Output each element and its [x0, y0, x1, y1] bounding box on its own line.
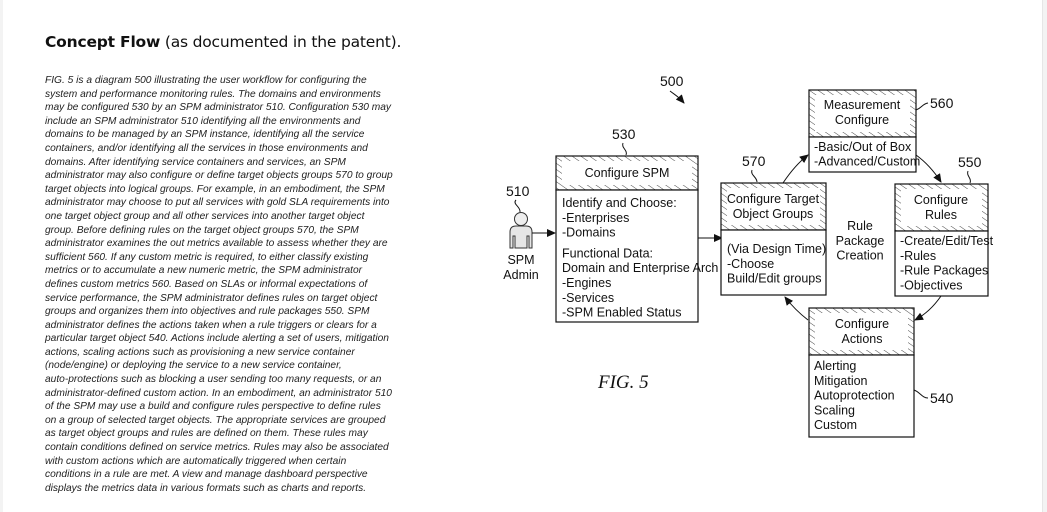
ref-510: 510: [506, 183, 530, 199]
ref-550: 550: [958, 154, 982, 170]
description-line: administrator defines the actions taken …: [45, 319, 377, 331]
box-text-line: Scaling: [814, 403, 855, 417]
description-line: of the SPM may use a build and configure…: [45, 401, 381, 413]
box-text-line: -Rule Packages: [900, 264, 988, 278]
ref-560: 560: [930, 95, 954, 111]
ref-500: 500: [660, 73, 684, 89]
description-line: administrator-defined custom action. In …: [45, 387, 392, 399]
measurement-title-1: Measurement: [824, 98, 901, 112]
description-line: domains to be managed by an SPM instance…: [45, 129, 365, 141]
description-line: domains. After identifying service conta…: [45, 156, 346, 168]
description-paragraph: FIG. 5 is a diagram 500 illustrating the…: [45, 74, 445, 495]
description-line: FIG. 5 is a diagram 500 illustrating the…: [45, 75, 367, 86]
ref-540: 540: [930, 390, 954, 406]
target-to-measurement-arrow: [782, 154, 809, 184]
measurement-title-2: Configure: [835, 113, 889, 127]
rules-title-2: Rules: [925, 208, 957, 222]
description-line: may be configured 530 by an SPM administ…: [45, 102, 392, 114]
description-line: administrator examines the out metrics a…: [45, 238, 388, 250]
box-text-line: -SPM Enabled Status: [562, 306, 682, 320]
description-line: defines custom metrics 560. Based on SLA…: [45, 278, 368, 290]
target-groups-box: 570 Configure Target Object Groups (Via …: [720, 153, 827, 296]
person-icon: [509, 212, 533, 249]
box-text-line: -Enterprises: [562, 211, 629, 225]
box-text-line: -Domains: [562, 226, 616, 240]
box-text-line: Rule: [847, 219, 873, 233]
admin-label-1: SPM: [507, 253, 534, 267]
description-line: (node/engine) or deploying the service t…: [45, 360, 342, 372]
box-text-line: Creation: [836, 249, 883, 263]
page-left-edge: [0, 0, 3, 512]
heading-rest: (as documented in the patent).: [160, 33, 402, 51]
configure-spm-box: 530 Configure SPM Identify and Choose:-E…: [555, 126, 718, 323]
admin-label-2: Admin: [503, 268, 538, 282]
description-line: as target object groups and rules are de…: [45, 428, 368, 440]
heading-bold: Concept Flow: [45, 33, 161, 51]
ref-500-arrow: [669, 90, 685, 104]
rules-to-actions-arrow: [914, 295, 942, 321]
description-line: contain conditions defined on service me…: [45, 442, 389, 454]
box-text-line: -Services: [562, 291, 614, 305]
box-text-line: -Create/Edit/Test: [900, 234, 994, 248]
measurement-to-rules-arrow: [915, 154, 942, 183]
box-text-line: -Choose: [727, 257, 774, 271]
box-text-line: -Objectives: [900, 278, 963, 292]
target-groups-title-1: Configure Target: [727, 192, 820, 206]
spm-admin-figure: 510 SPM Admin: [503, 183, 538, 282]
box-text-line: Mitigation: [814, 374, 868, 388]
description-line: metrics or to accumulate a new numeric m…: [45, 265, 363, 277]
box-text-line: Identify and Choose:: [562, 196, 677, 210]
box-text-line: Build/Edit groups: [727, 272, 822, 286]
ref-530: 530: [612, 126, 636, 142]
ref-570: 570: [742, 153, 766, 169]
box-text-line: -Basic/Out of Box: [814, 140, 912, 154]
description-line: groups and organizes them into objective…: [45, 306, 370, 318]
configure-rules-box: 550 Configure Rules -Create/Edit/Test-Ru…: [894, 154, 994, 297]
description-line: administrator may choose to put all serv…: [45, 197, 390, 209]
description-line: particular target object 540. Actions in…: [45, 333, 389, 345]
description-line: group. Before defining rules on the targ…: [45, 224, 359, 236]
description-line: one target object group and all other se…: [45, 210, 365, 222]
box-text-line: -Advanced/Custom: [814, 155, 920, 169]
description-line: administrator may also configure or defi…: [45, 170, 393, 182]
description-line: containers, and/or identifying all the s…: [45, 142, 368, 154]
configure-actions-box: Configure Actions AlertingMitigationAuto…: [808, 307, 954, 438]
box-text-line: Autoprotection: [814, 389, 895, 403]
description-line: with custom actions which are automatica…: [45, 455, 347, 467]
description-line: system and performance monitoring rules.…: [45, 88, 381, 100]
box-text-line: -Engines: [562, 276, 611, 290]
actions-title-2: Actions: [842, 332, 883, 346]
page-right-edge: [1042, 0, 1047, 512]
description-line: on a group of selected target objects. T…: [45, 414, 386, 426]
box-text-line: Package: [836, 234, 885, 248]
rules-title-1: Configure: [914, 193, 968, 207]
actions-to-target-arrow: [784, 296, 809, 321]
target-groups-title-2: Object Groups: [733, 207, 814, 221]
box-text-line: Domain and Enterprise Arch: [562, 261, 718, 275]
description-line: actions, scaling actions such as provisi…: [45, 346, 355, 358]
description-line: displays the metrics data in various for…: [45, 482, 367, 494]
description-line: sufficient 560. If any custom metric is …: [45, 251, 369, 263]
description-line: auto-protections such as blocking a user…: [45, 374, 382, 386]
box-text-line: Alerting: [814, 359, 856, 373]
page-heading: Concept Flow (as documented in the paten…: [45, 33, 401, 51]
figure-label: FIG. 5: [597, 372, 649, 393]
box-text-line: Custom: [814, 418, 857, 432]
box-text-line: -Rules: [900, 249, 936, 263]
description-line: conditions in a rule are met. A view and…: [45, 469, 368, 481]
measurement-box: Measurement Configure -Basic/Out of Box-…: [808, 89, 954, 173]
description-line: include an SPM administrator 510 identif…: [45, 115, 361, 127]
description-line: service performance, the SPM administrat…: [45, 292, 378, 304]
actions-title-1: Configure: [835, 317, 889, 331]
box-text-line: (Via Design Time): [727, 242, 826, 256]
configure-spm-title: Configure SPM: [585, 166, 670, 180]
description-line: target objects into logical groups. For …: [45, 183, 385, 195]
box-text-line: Functional Data:: [562, 246, 653, 260]
